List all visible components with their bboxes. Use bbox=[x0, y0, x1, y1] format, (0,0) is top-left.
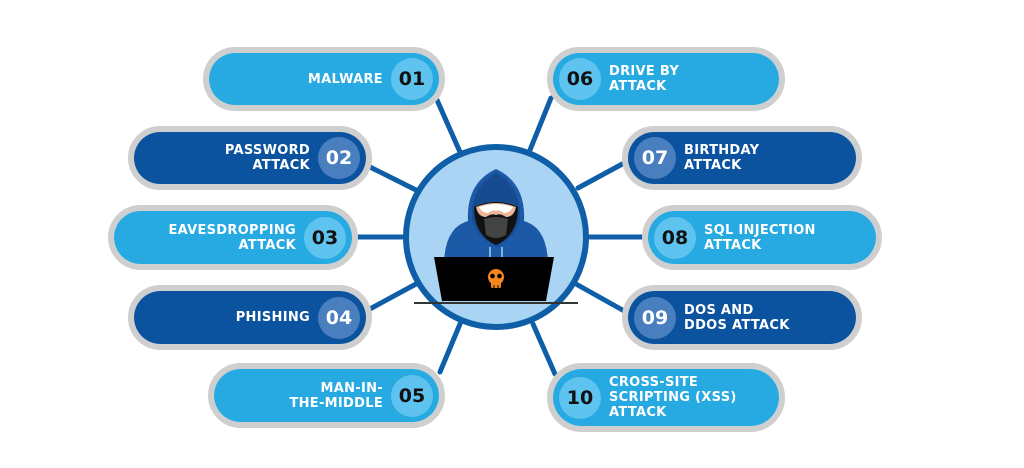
attack-number: 10 bbox=[559, 376, 601, 419]
connector-07 bbox=[575, 159, 629, 191]
connector-01 bbox=[434, 97, 463, 155]
attack-number: 01 bbox=[391, 58, 433, 100]
skull-icon bbox=[488, 269, 504, 288]
attack-number: 09 bbox=[634, 296, 676, 339]
attack-label: MAN-IN-THE-MIDDLE bbox=[289, 380, 383, 411]
attack-label: MALWARE bbox=[307, 71, 383, 87]
attack-number: 06 bbox=[559, 58, 601, 100]
connector-05 bbox=[437, 321, 463, 375]
connector-09 bbox=[573, 281, 629, 315]
attack-item-phishing[interactable]: PHISHING 04 bbox=[128, 285, 372, 350]
connector-06 bbox=[527, 95, 554, 153]
attack-label: PHISHING bbox=[235, 310, 310, 325]
attack-number: 07 bbox=[634, 137, 676, 179]
hacker-hub-icon bbox=[403, 144, 589, 330]
attack-number: 05 bbox=[391, 374, 433, 417]
attack-item-malware[interactable]: MALWARE 01 bbox=[203, 47, 445, 111]
connector-02 bbox=[365, 163, 419, 193]
attack-item-man-in-the-middle[interactable]: MAN-IN-THE-MIDDLE 05 bbox=[208, 363, 445, 428]
connector-04 bbox=[365, 281, 419, 313]
attack-number: 02 bbox=[318, 137, 360, 179]
attack-number: 04 bbox=[318, 296, 360, 339]
connector-10 bbox=[530, 321, 558, 377]
attack-number: 03 bbox=[304, 216, 346, 259]
attack-number: 08 bbox=[654, 216, 696, 259]
